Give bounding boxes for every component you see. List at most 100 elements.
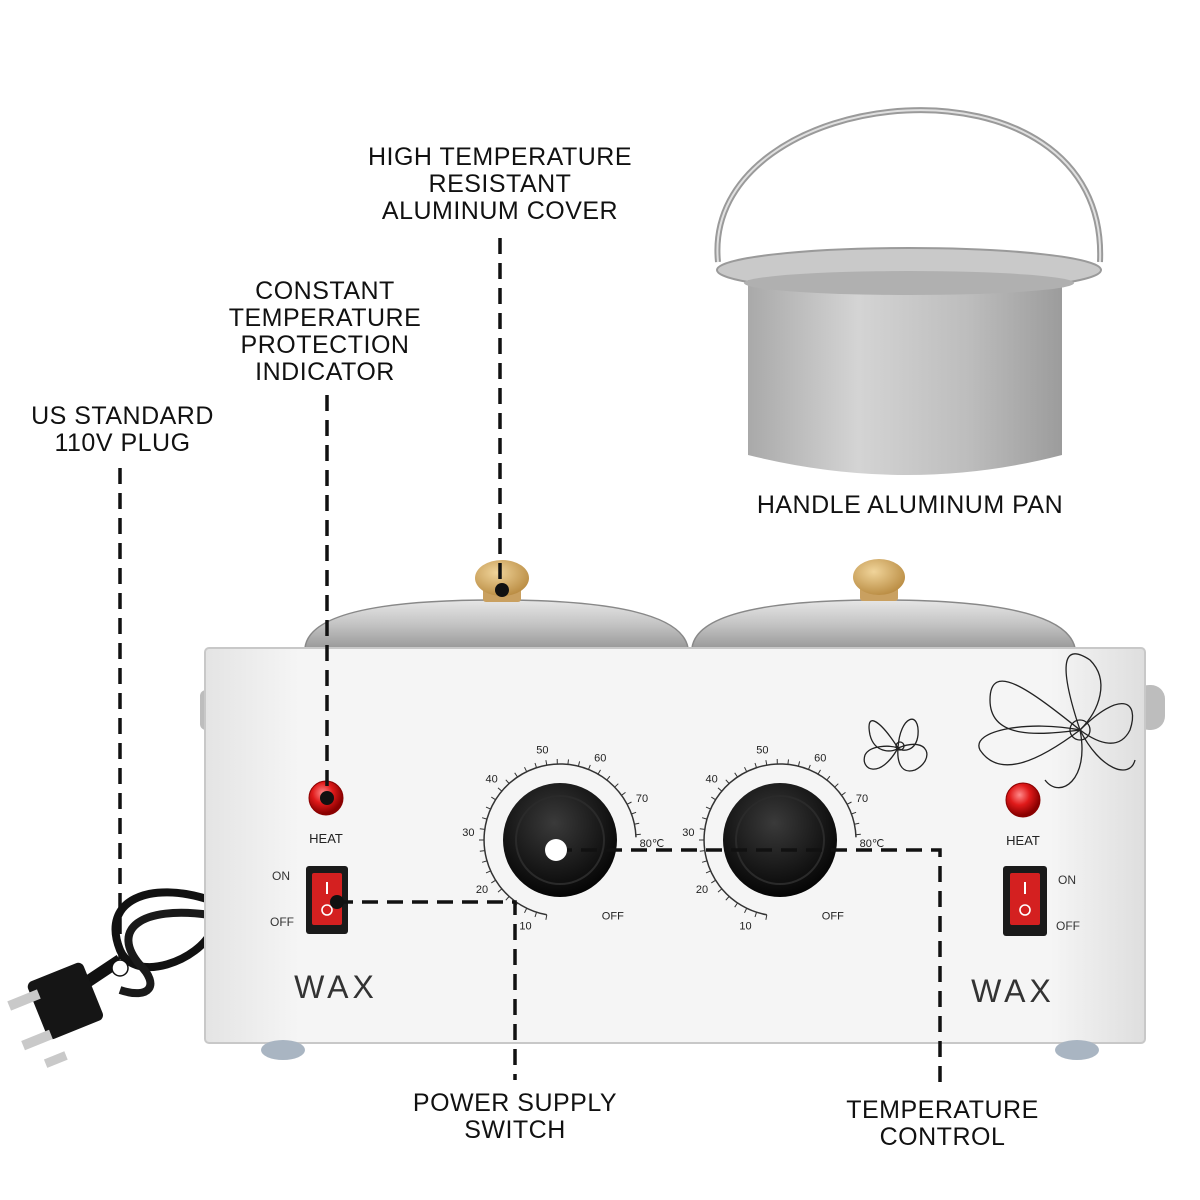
dial-tick xyxy=(485,870,491,874)
leader-dot xyxy=(330,895,344,909)
dial-tick xyxy=(808,764,811,770)
plug-prong xyxy=(21,1029,53,1051)
dial-tick xyxy=(505,779,510,784)
dial-scale-label: 80℃ xyxy=(860,838,885,850)
dial-tick xyxy=(717,888,723,893)
dial-tick xyxy=(545,760,548,766)
callout-indicator: CONSTANT TEMPERATURE PROTECTION INDICATO… xyxy=(228,277,422,386)
dial-scale-label: OFF xyxy=(602,910,624,922)
dial-tick xyxy=(699,828,705,830)
dial-tick xyxy=(711,796,716,801)
switch-off-label: OFF xyxy=(270,915,294,929)
callout-temp: TEMPERATURE CONTROL xyxy=(846,1096,1039,1151)
dial-tick xyxy=(606,775,611,781)
heat-label: HEAT xyxy=(1006,833,1040,848)
heat-label: HEAT xyxy=(309,831,343,846)
pan-body xyxy=(748,280,1062,475)
power-cord xyxy=(7,888,216,1068)
dial-tick xyxy=(534,762,537,768)
dial-scale-label: 40 xyxy=(705,773,717,785)
dial-tick xyxy=(699,850,705,852)
lid-knob xyxy=(853,559,905,595)
dial-scale-label: 50 xyxy=(536,745,548,757)
callout-lines xyxy=(118,238,942,1088)
dial-tick xyxy=(614,783,619,788)
dial-tick xyxy=(851,811,857,815)
callout-cover: HIGH TEMPERATURE RESISTANT ALUMINUM COVE… xyxy=(367,143,633,225)
dial-tick xyxy=(734,772,738,778)
plug-ground-pin xyxy=(43,1051,68,1068)
lid-right xyxy=(691,559,1076,649)
dial-tick xyxy=(626,801,632,805)
dial-tick xyxy=(854,822,860,825)
dial-scale-label: 20 xyxy=(696,884,708,896)
dial-tick xyxy=(481,860,488,863)
dial-tick xyxy=(567,759,569,765)
dial-tick xyxy=(841,791,846,796)
dial-tick xyxy=(545,914,548,920)
power-switch-left[interactable]: ON OFF xyxy=(270,866,348,934)
dial-tick xyxy=(797,761,801,767)
dial-tick xyxy=(725,779,730,784)
plug-head xyxy=(27,962,103,1040)
dial-tick xyxy=(765,760,768,766)
dial-tick xyxy=(834,783,839,788)
wax-warmer-body xyxy=(200,647,1165,1060)
switch-on-label: ON xyxy=(1058,873,1076,887)
dial-tick xyxy=(597,769,601,775)
dial-tick xyxy=(754,762,757,768)
lid-knob xyxy=(475,560,529,596)
dial-tick xyxy=(491,796,496,801)
dial-tick xyxy=(534,912,537,918)
leader-dot xyxy=(111,959,129,977)
dial-scale-label: 80℃ xyxy=(640,838,665,850)
dial-tick xyxy=(634,822,640,825)
dial-scale-label: 60 xyxy=(814,752,826,764)
dial-tick xyxy=(631,811,637,815)
plug-prong xyxy=(7,989,41,1011)
brand-label-left: WAX xyxy=(294,969,378,1005)
floral-decoration xyxy=(863,653,1136,789)
pan-handle xyxy=(714,107,1104,263)
switch-on-label: ON xyxy=(272,869,290,883)
temperature-knob[interactable] xyxy=(723,783,837,897)
dial-scale-label: 70 xyxy=(856,793,868,805)
dial-tick xyxy=(744,766,748,772)
dial-tick xyxy=(787,759,789,765)
dial-tick xyxy=(524,766,528,772)
dial-tick xyxy=(846,801,852,805)
temp-leader-line xyxy=(556,848,942,1088)
dial-tick xyxy=(754,912,757,918)
dial-scale-label: 60 xyxy=(594,752,606,764)
dial-scale-label: 10 xyxy=(519,920,531,932)
callout-switch: POWER SUPPLY SWITCH xyxy=(412,1089,618,1144)
dial-tick xyxy=(497,888,503,893)
dial-tick xyxy=(514,772,518,778)
dial-tick xyxy=(577,761,581,767)
dial-tick xyxy=(481,817,488,820)
dial-tick xyxy=(701,860,708,863)
dial-scale-label: 10 xyxy=(739,920,751,932)
dial-scale-label: 50 xyxy=(756,745,768,757)
power-switch-right[interactable]: ON OFF xyxy=(1003,866,1080,936)
dial-scale-label: 20 xyxy=(476,884,488,896)
callout-pan: HANDLE ALUMINUM PAN xyxy=(756,491,1064,519)
heat-indicator-right: HEAT xyxy=(1005,782,1041,848)
dial-tick xyxy=(765,914,768,920)
dial-tick xyxy=(491,879,496,884)
dial-scale-label: 30 xyxy=(462,827,474,839)
dial-tick xyxy=(725,896,730,901)
dial-tick xyxy=(497,787,503,792)
dial-tick xyxy=(705,806,711,810)
leader-dot xyxy=(495,583,509,597)
dial-tick xyxy=(485,806,491,810)
dial-tick xyxy=(744,908,748,914)
dial-tick xyxy=(711,879,716,884)
dial-scale-label: OFF xyxy=(822,910,844,922)
dial-tick xyxy=(826,775,831,781)
aluminum-pan xyxy=(714,107,1104,475)
dial-tick xyxy=(479,850,485,852)
dial-tick xyxy=(505,896,510,901)
